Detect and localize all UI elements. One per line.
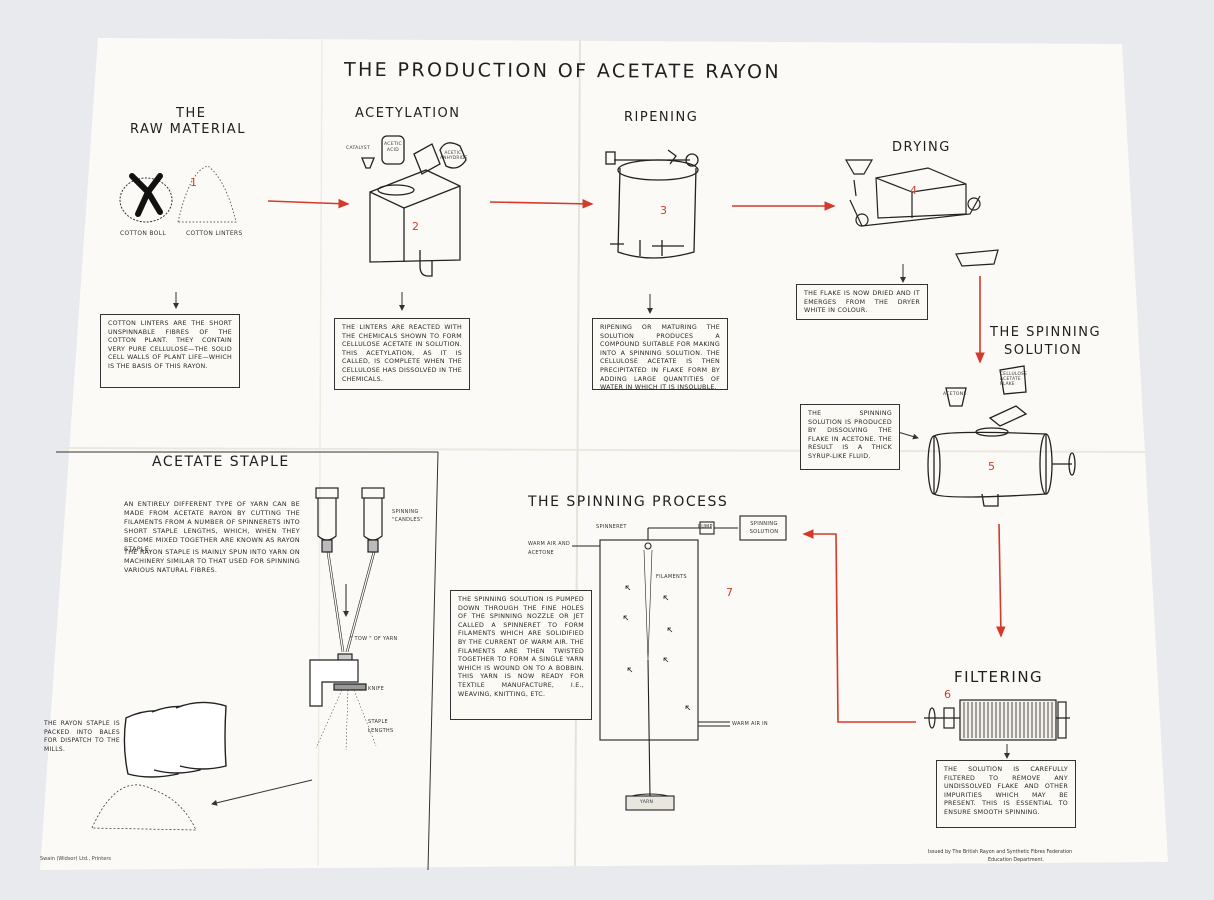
step6-title: FILTERING: [954, 668, 1044, 686]
cotton-boll-label: COTTON BOLL: [120, 230, 166, 237]
bales-text: THE RAYON STAPLE IS PACKED INTO BALES FO…: [44, 720, 120, 753]
staple-paragraph-2: THE RAYON STAPLE IS MAINLY SPUN INTO YAR…: [124, 548, 300, 574]
step4-number: 4: [910, 184, 917, 197]
filaments-label: FILAMENTS: [656, 574, 687, 580]
cotton-linters-illustration: [177, 165, 237, 223]
step2-title: ACETYLATION: [355, 106, 461, 121]
flow-arrow: [996, 523, 1006, 638]
acetic-anhydride-label: ACETIC ANHYDRIDE: [440, 150, 468, 160]
catalyst-label: CATALYST: [346, 146, 371, 151]
step1-title-line1: THE: [176, 106, 207, 121]
ripening-tank: [605, 149, 699, 259]
step5-title-line2: SOLUTION: [1004, 343, 1083, 358]
flow-arrow: [489, 199, 594, 209]
poster-title: THE PRODUCTION OF ACETATE RAYON: [343, 58, 782, 84]
spinning-cabinet: [572, 515, 787, 811]
step3-number: 3: [660, 204, 667, 217]
staple-lengths-label: STAPLE LENGTHS: [368, 719, 394, 734]
staple-paragraph-1: AN ENTIRELY DIFFERENT TYPE OF YARN CAN B…: [124, 500, 300, 553]
step2-description: THE LINTERS ARE REACTED WITH THE CHEMICA…: [334, 318, 470, 390]
step4-description: THE FLAKE IS NOW DRIED AND IT EMERGES FR…: [796, 284, 928, 320]
flow-arrow: [267, 198, 350, 209]
warm-air-acetone-label: WARM AIR AND ACETONE: [528, 541, 571, 556]
acetone-label: ACETONE: [943, 392, 967, 397]
printer-credit: Swain (Widsor) Ltd., Printers: [40, 856, 112, 862]
fold-line: [317, 39, 323, 867]
cotton-linters-label: COTTON LINTERS: [186, 230, 243, 237]
step1-description: COTTON LINTERS ARE THE SHORT UNSPINNABLE…: [100, 314, 240, 388]
step5-title-line1: THE SPINNING: [990, 325, 1102, 340]
dissolving-drum: [927, 365, 1076, 507]
step1-title-line2: RAW MATERIAL: [130, 122, 246, 137]
step1-number: 1: [190, 176, 197, 189]
knife-label: KNIFE: [368, 686, 385, 692]
flake-label: CELLULOSE ACETATE FLAKE: [1000, 372, 1028, 387]
step7-description: THE SPINNING SOLUTION IS PUMPED DOWN THR…: [450, 590, 592, 720]
spinning-candles-illustration: [309, 487, 385, 751]
issuer-line-2: Education Department.: [988, 858, 1044, 863]
spinning-solution-label: SPINNING SOLUTION: [749, 521, 779, 535]
staple-title: ACETATE STAPLE: [152, 454, 290, 470]
step2-number: 2: [412, 220, 419, 233]
pump-label: PUMP: [698, 525, 713, 530]
fold-line: [574, 39, 581, 867]
step5-number: 5: [988, 460, 995, 473]
filter-press: [924, 699, 1070, 741]
acetic-acid-label: ACETIC ACID: [383, 142, 402, 153]
dryer-machine: [844, 159, 999, 267]
step3-description: RIPENING OR MATURING THE SOLUTION PRODUC…: [592, 318, 728, 391]
step3-title: RIPENING: [624, 110, 699, 125]
fold-line: [59, 447, 1151, 453]
cotton-boll-illustration: [119, 173, 173, 223]
staple-bales-illustration: [91, 701, 227, 831]
step6-description: THE SOLUTION IS CAREFULLY FILTERED TO RE…: [936, 760, 1076, 828]
flow-arrow: [802, 529, 916, 723]
spinning-candles-label: SPINNING "CANDLES": [392, 509, 423, 523]
step4-title: DRYING: [892, 140, 951, 155]
tow-of-yarn-label: " TOW " OF YARN: [350, 636, 398, 642]
step7-title: THE SPINNING PROCESS: [528, 494, 729, 510]
warm-air-in-label: WARM AIR IN: [732, 721, 768, 727]
step5-description: THE SPINNING SOLUTION IS PRODUCED BY DIS…: [800, 404, 900, 470]
yarn-label: YARN: [640, 800, 654, 805]
staple-frame: [427, 451, 439, 871]
acetylation-vessel: [361, 135, 467, 277]
spinneret-label: SPINNERET: [596, 524, 627, 530]
step7-number: 7: [726, 586, 733, 599]
step6-number: 6: [944, 688, 951, 701]
issuer-line-1: Issued by The British Rayon and Syntheti…: [928, 850, 1073, 855]
